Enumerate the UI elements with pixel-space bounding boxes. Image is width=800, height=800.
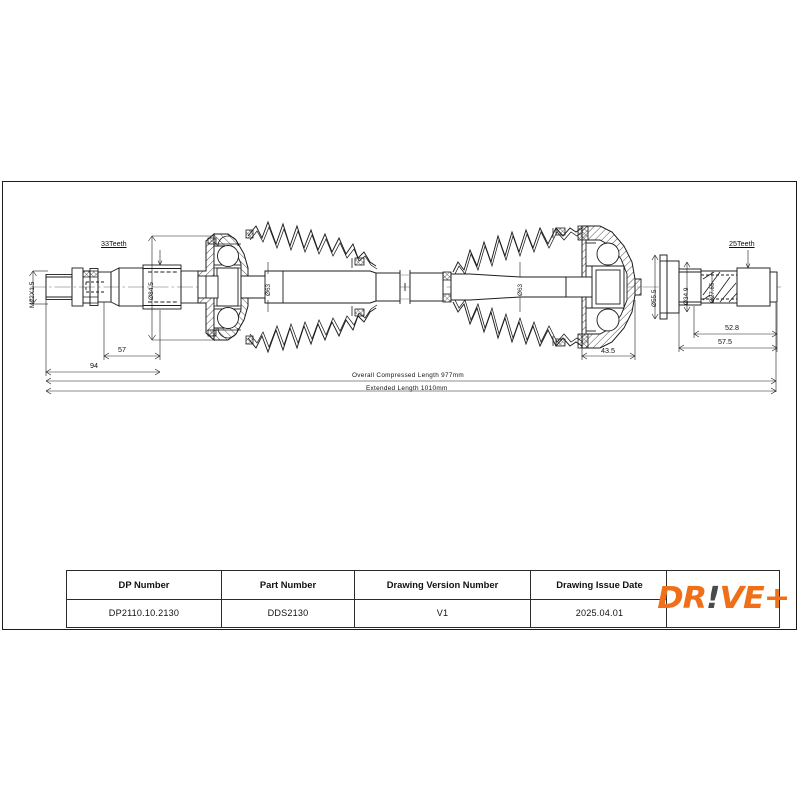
dim-left-teeth: 33Teeth [101, 239, 127, 248]
note-compressed-length: Overall Compressed Length 977mm [352, 372, 464, 379]
drawing-frame [2, 181, 797, 630]
title-block: DP Number Part Number Drawing Version Nu… [66, 570, 790, 628]
dim-94: 94 [90, 361, 98, 370]
value-drawing-issue-date: 2025.04.01 [531, 599, 669, 627]
note-extended-length: Extended Length 1010mm [366, 385, 448, 392]
dim-boot-diameter-right: Ø63 [517, 283, 524, 296]
value-part-number: DDS2130 [222, 599, 355, 627]
value-drawing-version-number: V1 [355, 599, 531, 627]
dim-boot-diameter-left: Ø63 [265, 283, 272, 296]
dim-57: 57 [118, 345, 126, 354]
logo-exclamation-icon: ! [705, 581, 720, 616]
dim-shaft-diameter: Ø34.9 [683, 287, 690, 305]
dim-43-5: 43.5 [601, 346, 615, 355]
brand-logo: DR!VE+ [657, 571, 790, 627]
header-dp-number: DP Number [67, 571, 222, 599]
header-part-number: Part Number [222, 571, 355, 599]
dim-right-teeth: 25Teeth [729, 239, 755, 248]
header-drawing-version-number: Drawing Version Number [355, 571, 531, 599]
dim-thread-m22: M22X1.5 [29, 281, 36, 308]
dim-57-5: 57.5 [718, 337, 732, 346]
logo-text-before: DR [656, 581, 707, 616]
dim-joint-diameter: Ø55.5 [651, 289, 658, 307]
logo-text-after: VE+ [719, 581, 790, 616]
dim-52-8: 52.8 [725, 323, 739, 332]
dim-flange-diameter: Ø84.5 [148, 282, 155, 300]
header-drawing-issue-date: Drawing Issue Date [531, 571, 669, 599]
value-dp-number: DP2110.10.2130 [67, 599, 222, 627]
drive-plus-wordmark: DR!VE+ [656, 581, 790, 616]
dim-spline-diameter: Ø27.65 [709, 282, 716, 303]
